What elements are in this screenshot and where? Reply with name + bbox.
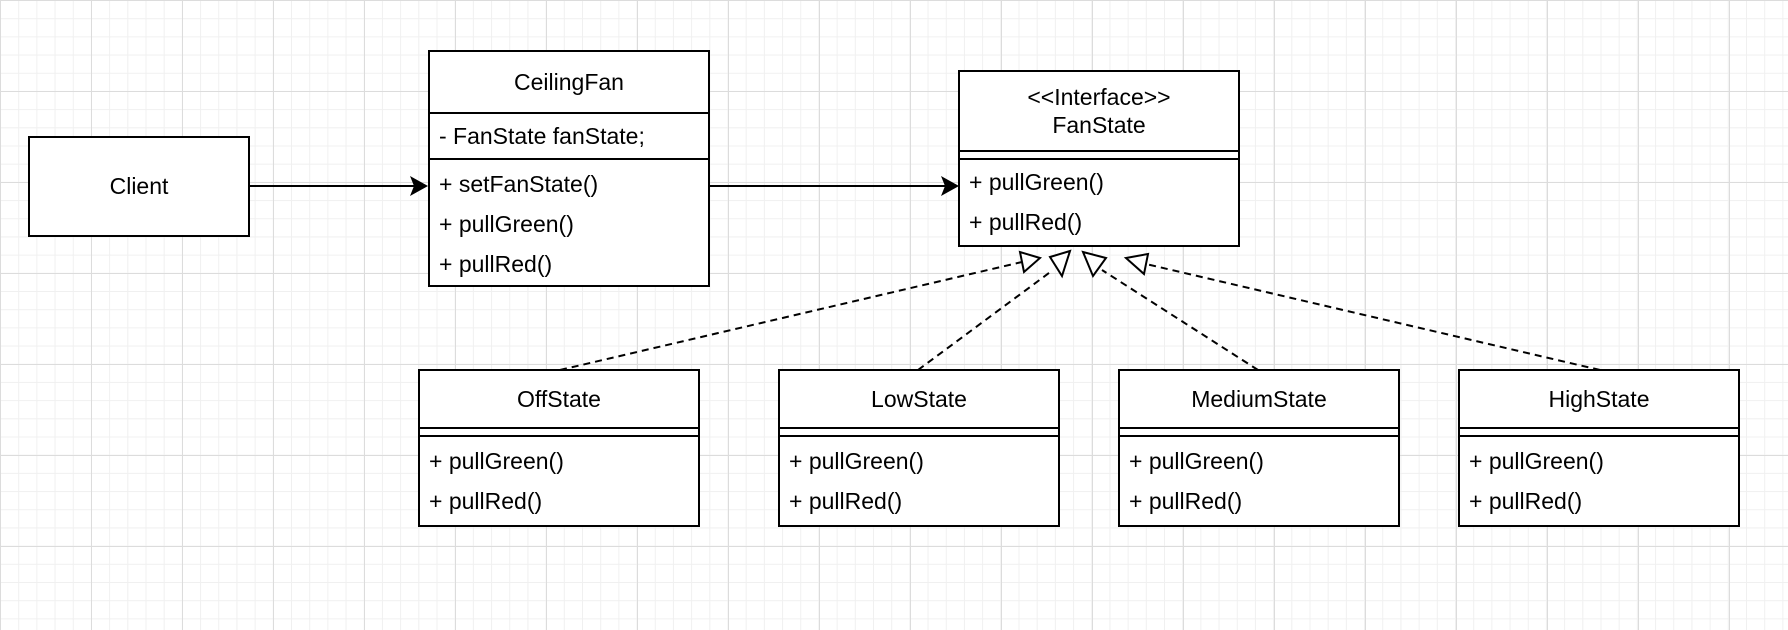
realization-lowstate[interactable] <box>917 269 1054 371</box>
class-name-text: LowState <box>871 386 967 412</box>
class-ceilingfan[interactable]: CeilingFan - FanState fanState; + setFan… <box>428 50 710 287</box>
method: + pullGreen() <box>789 448 924 474</box>
interface-header: <<Interface>> FanState <box>960 72 1238 150</box>
method: + pullRed() <box>429 488 543 514</box>
realization-arrowhead-lowstate <box>1048 249 1072 279</box>
realization-arrowhead-offstate <box>1018 250 1043 274</box>
interface-stereotype: <<Interface>> <box>1027 84 1171 110</box>
interface-fanstate[interactable]: <<Interface>> FanState + pullGreen() + p… <box>958 70 1240 247</box>
attribute: - FanState fanState; <box>439 123 645 149</box>
realization-highstate[interactable] <box>1145 263 1601 371</box>
class-highstate[interactable]: HighState + pullGreen() + pullRed() <box>1458 369 1740 527</box>
class-name-text: OffState <box>517 386 601 412</box>
method: + pullGreen() <box>439 211 574 237</box>
method: + pullRed() <box>439 251 553 277</box>
class-name: HighState <box>1460 371 1738 427</box>
class-name: OffState <box>420 371 698 427</box>
class-name-text: CeilingFan <box>514 69 624 95</box>
methods: + pullGreen() + pullRed() <box>1120 437 1398 521</box>
method: + pullGreen() <box>969 169 1104 195</box>
client-box[interactable]: Client <box>28 136 250 237</box>
client-label: Client <box>109 173 169 199</box>
method: + pullGreen() <box>1469 448 1604 474</box>
methods: + pullGreen() + pullRed() <box>780 437 1058 521</box>
association-arrowhead-ceilingfan <box>410 176 428 196</box>
class-name-text: HighState <box>1548 386 1650 412</box>
association-arrowhead-fanstate <box>941 176 959 196</box>
method: + pullGreen() <box>1129 448 1264 474</box>
method: + pullRed() <box>1469 488 1583 514</box>
method: + setFanState() <box>439 171 599 197</box>
realization-arrowhead-mediumstate <box>1081 250 1108 279</box>
methods: + pullGreen() + pullRed() <box>1460 437 1738 521</box>
class-name: MediumState <box>1120 371 1398 427</box>
methods: + pullGreen() + pullRed() <box>960 160 1238 242</box>
realization-mediumstate[interactable] <box>1101 269 1259 371</box>
class-name: LowState <box>780 371 1058 427</box>
class-offstate[interactable]: OffState + pullGreen() + pullRed() <box>418 369 700 527</box>
method: + pullGreen() <box>429 448 564 474</box>
method: + pullRed() <box>789 488 903 514</box>
method: + pullRed() <box>1129 488 1243 514</box>
realization-arrowhead-highstate <box>1123 252 1150 276</box>
interface-name: FanState <box>1052 112 1146 138</box>
methods: + setFanState() + pullGreen() + pullRed(… <box>430 160 708 284</box>
class-name: CeilingFan <box>430 52 708 112</box>
class-name-text: MediumState <box>1191 386 1327 412</box>
methods: + pullGreen() + pullRed() <box>420 437 698 521</box>
class-lowstate[interactable]: LowState + pullGreen() + pullRed() <box>778 369 1060 527</box>
method: + pullRed() <box>969 209 1083 235</box>
class-mediumstate[interactable]: MediumState + pullGreen() + pullRed() <box>1118 369 1400 527</box>
